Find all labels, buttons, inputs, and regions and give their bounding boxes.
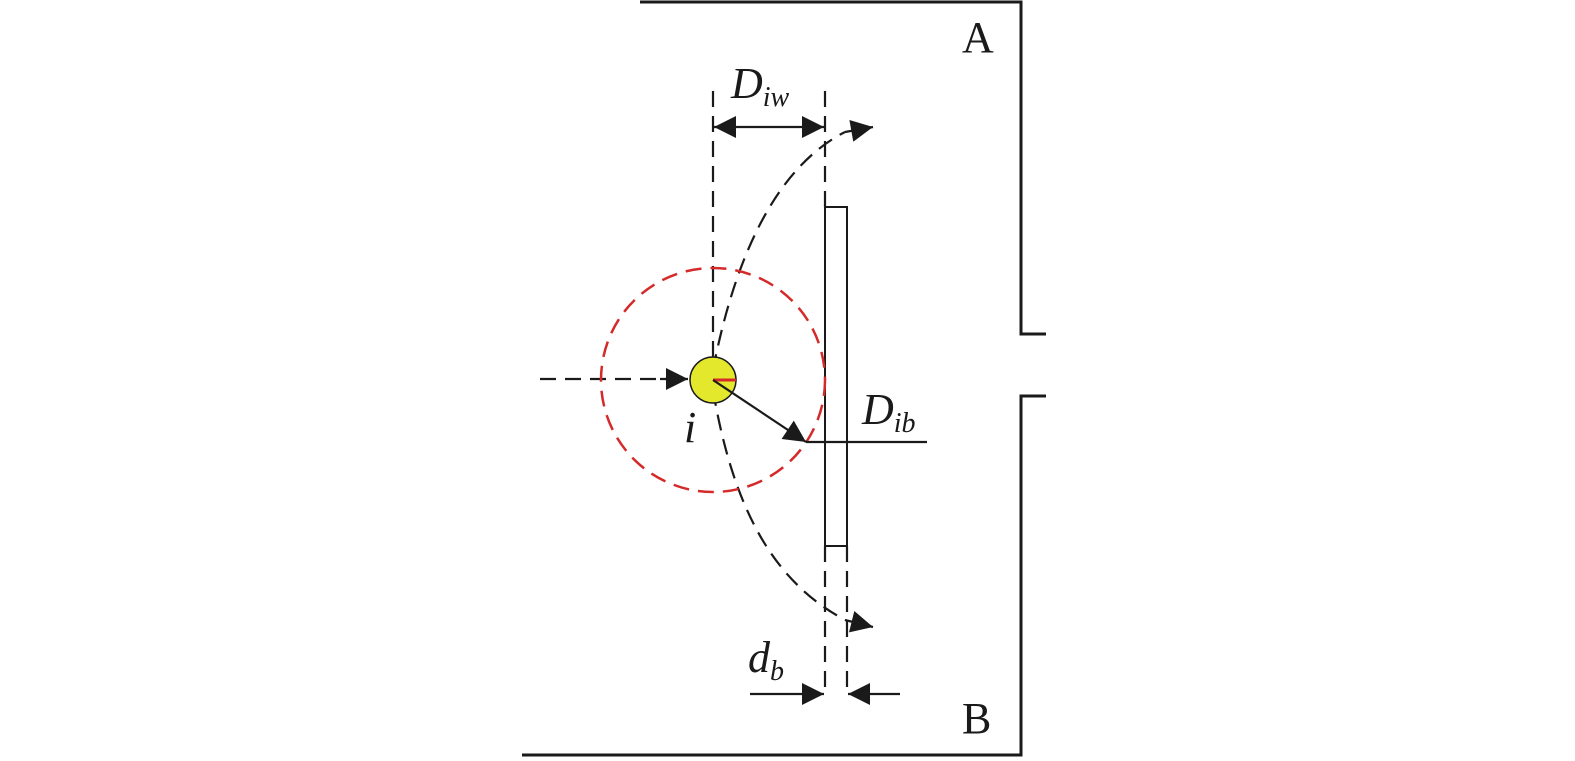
deviation-paths (711, 120, 874, 633)
upper-curve (711, 131, 846, 371)
wall-distance-sub: iw (763, 82, 790, 113)
region-a-label: A (962, 13, 994, 62)
lower-curve (711, 389, 846, 621)
wall-distance-main: D (730, 59, 763, 108)
barrier-rect (824, 206, 848, 547)
barrier-distance-main: D (861, 385, 894, 434)
barrier-width-main: d (748, 633, 771, 682)
barrier (824, 206, 848, 547)
barrier-distance-sub: ib (894, 408, 916, 439)
room-walls (522, 0, 1046, 757)
lower-curve-arrowhead (844, 610, 874, 633)
barrier-width-label: db (748, 633, 784, 687)
upper-curve-arrowhead (844, 120, 874, 142)
barrier-distance-arrow (712, 379, 807, 443)
wall-distance-label: Diw (730, 59, 790, 113)
agent-label: i (684, 403, 696, 452)
barrier-distance (712, 379, 927, 444)
region-b-label: B (962, 694, 991, 743)
barrier-width-sub: b (770, 656, 784, 687)
wall-lower (522, 394, 1046, 757)
wall-upper (640, 0, 1046, 336)
influence-circle (599, 266, 827, 494)
barrier-distance-label: Dib (861, 385, 916, 439)
guide-lines (711, 91, 849, 695)
